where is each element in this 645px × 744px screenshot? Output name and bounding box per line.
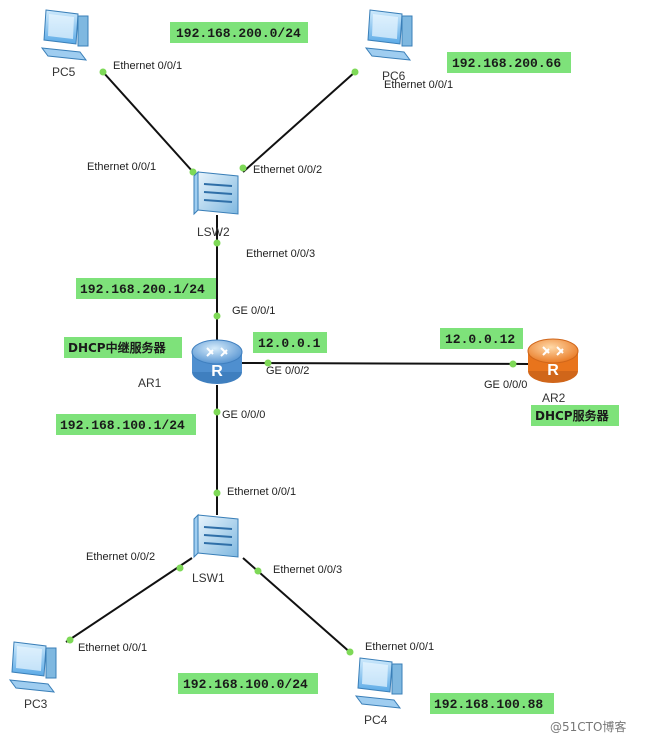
port-dot xyxy=(351,68,359,76)
port-label-lsw2-1: Ethernet 0/0/1 xyxy=(87,161,156,173)
ip-tag-net200: 192.168.200.0/24 xyxy=(170,22,308,43)
port-dot xyxy=(66,636,74,644)
port-label-pc5: Ethernet 0/0/1 xyxy=(113,60,182,72)
role-text-ar2: DHCP服务器 xyxy=(535,408,610,423)
role-tag-ar2: DHCP服务器 xyxy=(531,405,619,426)
svg-text:R: R xyxy=(211,363,223,380)
port-dot xyxy=(509,360,517,368)
port-dot xyxy=(99,68,107,76)
ip-text-pc4: 192.168.100.88 xyxy=(434,697,543,712)
port-label-pc4: Ethernet 0/0/1 xyxy=(365,641,434,653)
port-label-ar1-ge0: GE 0/0/0 xyxy=(222,409,265,421)
ip-tag-gw200: 192.168.200.1/24 xyxy=(76,278,216,299)
svg-text:R: R xyxy=(547,362,559,379)
ip-text-pc6: 192.168.200.66 xyxy=(452,56,561,71)
port-label-ar2-ge0: GE 0/0/0 xyxy=(484,379,527,391)
link-lsw1-pc3 xyxy=(65,557,193,643)
ip-tag-pc6: 192.168.200.66 xyxy=(447,52,571,73)
port-dot xyxy=(239,164,247,172)
ip-text-net200: 192.168.200.0/24 xyxy=(176,26,301,41)
ip-tag-net100: 192.168.100.0/24 xyxy=(178,673,318,694)
ar2-router-icon[interactable]: R xyxy=(527,338,579,383)
port-dot xyxy=(176,564,184,572)
port-dot xyxy=(213,239,221,247)
link-ar1-ar2 xyxy=(241,362,529,365)
lsw1-switch-icon[interactable] xyxy=(193,513,239,559)
lsw1-label: LSW1 xyxy=(192,571,225,585)
pc6-label: PC6 xyxy=(382,69,406,83)
link-pc5-lsw2 xyxy=(102,71,194,173)
pc6-computer-icon[interactable] xyxy=(364,9,413,61)
ar1-router-icon[interactable]: R xyxy=(191,339,243,384)
ip-text-gw200: 192.168.200.1/24 xyxy=(80,282,205,297)
ar1-label: AR1 xyxy=(138,376,162,390)
ip-text-ar2-wan: 12.0.0.12 xyxy=(445,332,515,347)
port-label-pc3: Ethernet 0/0/1 xyxy=(78,642,147,654)
lsw2-switch-icon[interactable] xyxy=(193,170,239,216)
lsw2-label: LSW2 xyxy=(197,225,230,239)
port-label-lsw2-2: Ethernet 0/0/2 xyxy=(253,164,322,176)
pc5-label: PC5 xyxy=(52,65,76,79)
link-lsw1-pc4 xyxy=(242,557,353,655)
pc4-computer-icon[interactable] xyxy=(354,657,403,709)
ip-text-net100: 192.168.100.0/24 xyxy=(183,677,308,692)
pc4-label: PC4 xyxy=(364,713,388,727)
port-label-ar1-ge1: GE 0/0/1 xyxy=(232,305,275,317)
pc3-computer-icon[interactable] xyxy=(8,641,57,693)
ip-tag-gw100: 192.168.100.1/24 xyxy=(56,414,196,435)
port-dot xyxy=(213,489,221,497)
pc3-label: PC3 xyxy=(24,697,48,711)
watermark-text: @51CTO博客 xyxy=(550,719,626,734)
ip-text-gw100: 192.168.100.1/24 xyxy=(60,418,185,433)
ip-tag-ar2-wan: 12.0.0.12 xyxy=(440,328,523,349)
port-label-pc6: Ethernet 0/0/1 xyxy=(384,79,453,91)
link-pc6-lsw2 xyxy=(242,71,356,173)
port-dot xyxy=(254,567,262,575)
port-dot xyxy=(189,168,197,176)
port-label-lsw2-3: Ethernet 0/0/3 xyxy=(246,248,315,260)
port-label-lsw1-3: Ethernet 0/0/3 xyxy=(273,564,342,576)
pc5-computer-icon[interactable] xyxy=(40,9,89,61)
port-dot xyxy=(346,648,354,656)
role-text-ar1: DHCP中继服务器 xyxy=(68,340,167,355)
port-dots xyxy=(66,68,517,656)
ar2-label: AR2 xyxy=(542,391,566,405)
port-dot xyxy=(213,312,221,320)
ip-tag-pc4: 192.168.100.88 xyxy=(430,693,554,714)
role-tag-ar1: DHCP中继服务器 xyxy=(64,337,182,358)
ip-tag-ar1-wan: 12.0.0.1 xyxy=(253,332,327,353)
port-dot xyxy=(213,408,221,416)
port-dot xyxy=(264,359,272,367)
links xyxy=(65,71,529,655)
port-label-lsw1-1: Ethernet 0/0/1 xyxy=(227,486,296,498)
port-label-ar1-ge2: GE 0/0/2 xyxy=(266,365,309,377)
ip-text-ar1-wan: 12.0.0.1 xyxy=(258,336,321,351)
port-label-lsw1-2: Ethernet 0/0/2 xyxy=(86,551,155,563)
